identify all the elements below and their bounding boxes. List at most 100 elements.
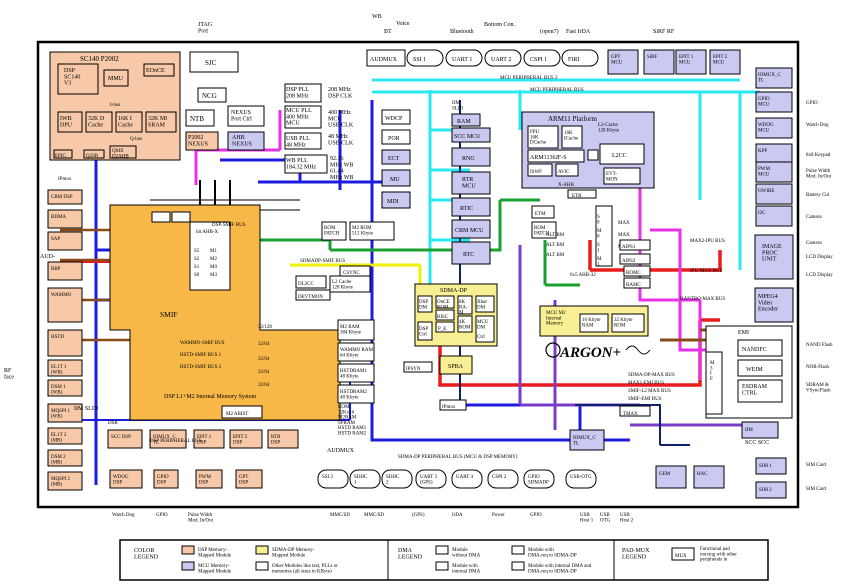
smif-xbar: bit AHB-X	[196, 230, 218, 235]
sc140-title: SC140 P2002	[80, 55, 119, 63]
left-module-2	[47, 231, 83, 251]
bottom-ext-label-6: IrDA	[452, 513, 463, 518]
sdma-pe: P_E	[438, 327, 446, 332]
bus-ipu-max: IPU-MAX BUS	[690, 269, 723, 274]
smif-port-s0: S0	[194, 273, 200, 278]
bottom-left-label-0: SCC DSP	[111, 435, 131, 440]
bottom-pad-3	[415, 469, 447, 489]
left-module-label-9: EL1T 2(MB)	[51, 433, 67, 443]
bus-hantro: HANTRO-MAX BUS	[680, 297, 725, 302]
bottom-pad-2	[381, 469, 413, 489]
left-module-label-10: DSM 2(MB)	[51, 455, 66, 465]
right-ext-label-10: NOR-Flash	[806, 365, 830, 370]
bottom-left-module-2	[193, 429, 225, 449]
top-right-label-1: SiRF	[647, 55, 658, 60]
right-module-label-5: OWIRE	[758, 189, 774, 194]
fast-irda-label: Fast IrDA	[566, 29, 591, 35]
bus-sdmadp-smif: SDMADP-SMIF BUS	[300, 259, 345, 264]
sjc-label: SJC	[205, 59, 217, 67]
top-pad-1	[445, 49, 483, 67]
top-right-module-2	[675, 49, 707, 75]
bus-max1: MAX1-EMI BUS	[628, 381, 664, 386]
top-pad-2	[484, 49, 522, 67]
arm11-iswf: ISWF	[530, 170, 542, 175]
left-module-label-7: DSM 1(WB)	[51, 385, 66, 395]
arm11-evtmon: EVT-MON	[606, 172, 618, 182]
top-pad-label-1: UART 1	[452, 57, 472, 63]
top-pad-label-4: FIRI	[568, 57, 579, 63]
etm-label: ETM	[535, 212, 546, 217]
right-ext-label-0: GPIO	[806, 101, 818, 106]
spba: SPBA	[448, 364, 464, 370]
bus-mcu-p: MCU PERIPHERAL BUS	[530, 88, 584, 93]
legend-mux: MUX	[675, 554, 687, 559]
bottom-left-module-3	[229, 429, 263, 449]
ipsyn: IPSYN	[406, 367, 421, 372]
bottom-ext-label-7: Power	[492, 513, 505, 518]
arm11-title: ARM11 Platform	[548, 115, 597, 123]
left-module-label-4: WAMMO	[51, 293, 72, 298]
bus-port-1: 32/128	[258, 325, 272, 330]
bottom-right-label-1: GEM	[659, 472, 671, 477]
left-module-8	[47, 403, 83, 423]
smif-port-m2: M2	[210, 257, 217, 262]
sdma-title: SDMA-DP	[440, 288, 468, 294]
chip-outline	[36, 40, 800, 509]
sc140-eonce: EOnCE	[146, 68, 165, 74]
bottom-pad-1	[349, 469, 381, 489]
bus-port-2: 32/64	[258, 342, 270, 347]
bus-sdma-dp-max: SDMA-DP-MAX BUS	[628, 373, 675, 378]
left-module-label-3: BBP	[51, 267, 61, 272]
right-ext-label-6: Camera	[806, 241, 822, 246]
top-pad-label-2: UART 2	[491, 57, 511, 63]
right-module-4	[755, 161, 793, 183]
bus-labels: MCU PERIPHERAL BUS 2 MCU PERIPHERAL BUS …	[150, 76, 725, 460]
left-module-1	[47, 209, 83, 229]
arm11-core: ARM1136JF-S	[530, 155, 566, 161]
right-module-3	[755, 143, 793, 165]
alt-bm-2: ALT BM	[546, 243, 565, 248]
left-module-7	[47, 379, 83, 397]
aud-label: AUD-	[40, 254, 55, 260]
sc140-ibus: I-bus	[110, 103, 120, 108]
left-module-11	[47, 471, 83, 491]
top-pad-label-3: CSPI 1	[530, 57, 547, 63]
bus-hstd-1: HSTD-SMIF BUS 1	[180, 353, 222, 358]
